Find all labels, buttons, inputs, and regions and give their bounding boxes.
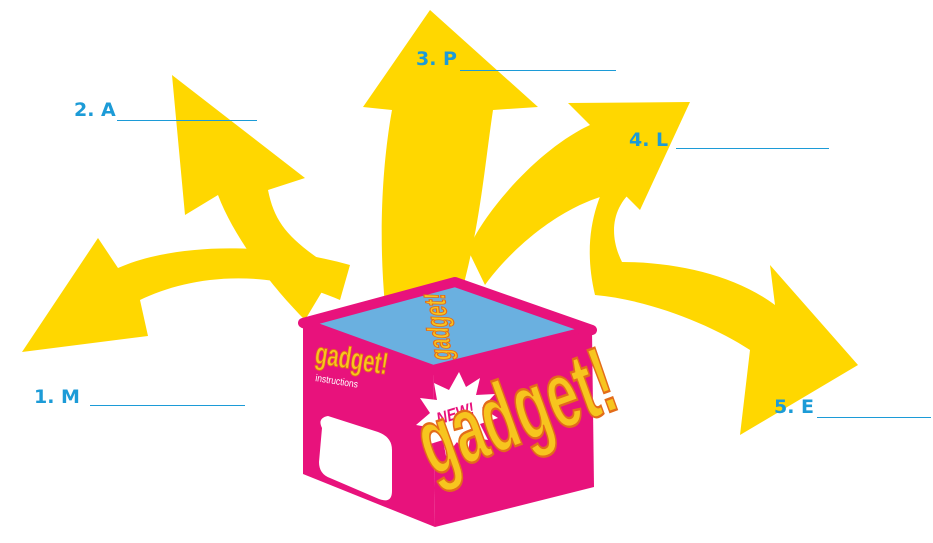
arrow-right xyxy=(590,168,858,435)
blank-line-2[interactable] xyxy=(117,120,257,121)
arrow-upper-left xyxy=(172,75,335,320)
blank-line-4[interactable] xyxy=(676,148,829,149)
blank-label-2: 2. A xyxy=(74,99,116,121)
blank-label-1: 1. M xyxy=(34,386,80,408)
blank-label-4: 4. L xyxy=(629,129,668,151)
blank-line-3[interactable] xyxy=(460,70,616,71)
box-top-logo: gadget! xyxy=(418,293,459,361)
blank-label-5: 5. E xyxy=(774,396,814,418)
blank-line-5[interactable] xyxy=(817,417,931,418)
blank-label-3: 3. P xyxy=(416,48,457,70)
blank-line-1[interactable] xyxy=(90,405,245,406)
